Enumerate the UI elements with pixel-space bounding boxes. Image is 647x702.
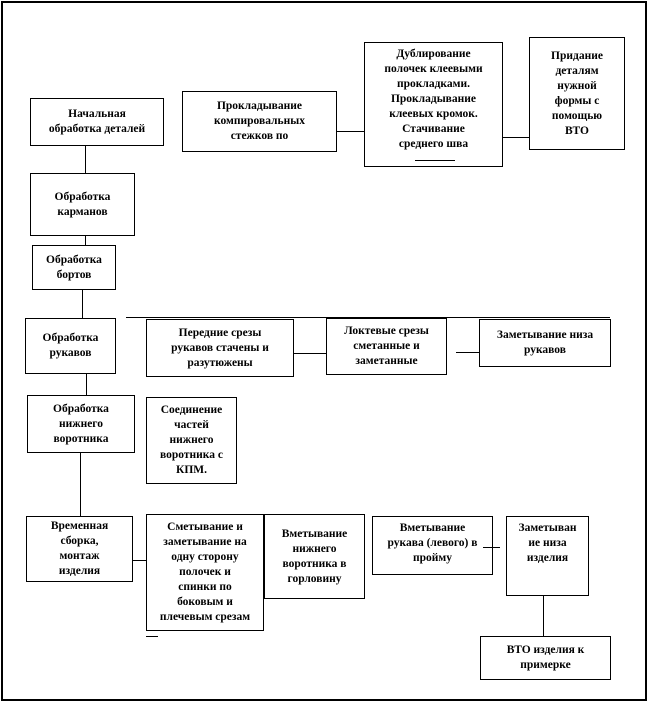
- box-sleeve-hem: Заметывание низа рукавов: [479, 319, 611, 367]
- box-temp-assembly: Временная сборка, монтаж изделия: [26, 516, 133, 582]
- box-interlining-edges: Прокладывание компировальных стежков по: [182, 91, 337, 152]
- box-undercollar-join: Соединение частей нижнего воротника с КП…: [146, 397, 237, 484]
- box-collar-insert: Вметывание нижнего воротника в горловину: [264, 514, 365, 599]
- box-initial-processing: Начальная обработка деталей: [30, 98, 164, 146]
- box-pockets: Обработка карманов: [30, 173, 135, 236]
- box-sleeves: Обработка рукавов: [25, 318, 116, 374]
- connector-pockets-fronts: [85, 236, 86, 245]
- connector-elbow-hem: [456, 352, 479, 353]
- box-sleeve-insert: Вметывание рукава (левого) в пройму: [372, 516, 493, 575]
- connector-undercollar-assembly: [80, 453, 81, 516]
- connector-underline: [415, 160, 455, 161]
- box-front-cuts: Передние срезы рукавов стачены и разутюж…: [146, 319, 294, 377]
- connector-hem-vto: [543, 596, 544, 636]
- connector-basting-tail: [146, 636, 158, 637]
- box-basting-shoulder: Сметывание и заметывание на одну сторону…: [146, 514, 264, 631]
- box-vto-fitting: ВТО изделия к примерке: [480, 636, 611, 680]
- box-elbow-cuts: Локтевые срезы сметанные и заметанные: [326, 318, 447, 375]
- connector-top-horizontal: [126, 317, 610, 318]
- box-fronts: Обработка бортов: [32, 245, 116, 290]
- connector-sleeve-hem: [483, 547, 500, 548]
- connector-assembly-basting: [133, 560, 146, 561]
- box-duplicating: Дублирование полочек клеевыми прокладкам…: [364, 42, 503, 167]
- connector-sleeves-undercollar: [86, 374, 87, 395]
- box-hem-baste: Заметыван ие низа изделия: [506, 516, 589, 596]
- connector-interlining-duplicating: [337, 131, 364, 132]
- box-vto-shape: Придание деталям нужной формы с помощью …: [529, 37, 625, 150]
- box-undercollar: Обработка нижнего воротника: [27, 395, 135, 453]
- connector-duplicating-vto: [503, 137, 529, 138]
- connector-fronts-sleeves: [82, 290, 83, 318]
- connector-front-elbow: [294, 353, 326, 354]
- connector-initial-pockets: [85, 146, 86, 173]
